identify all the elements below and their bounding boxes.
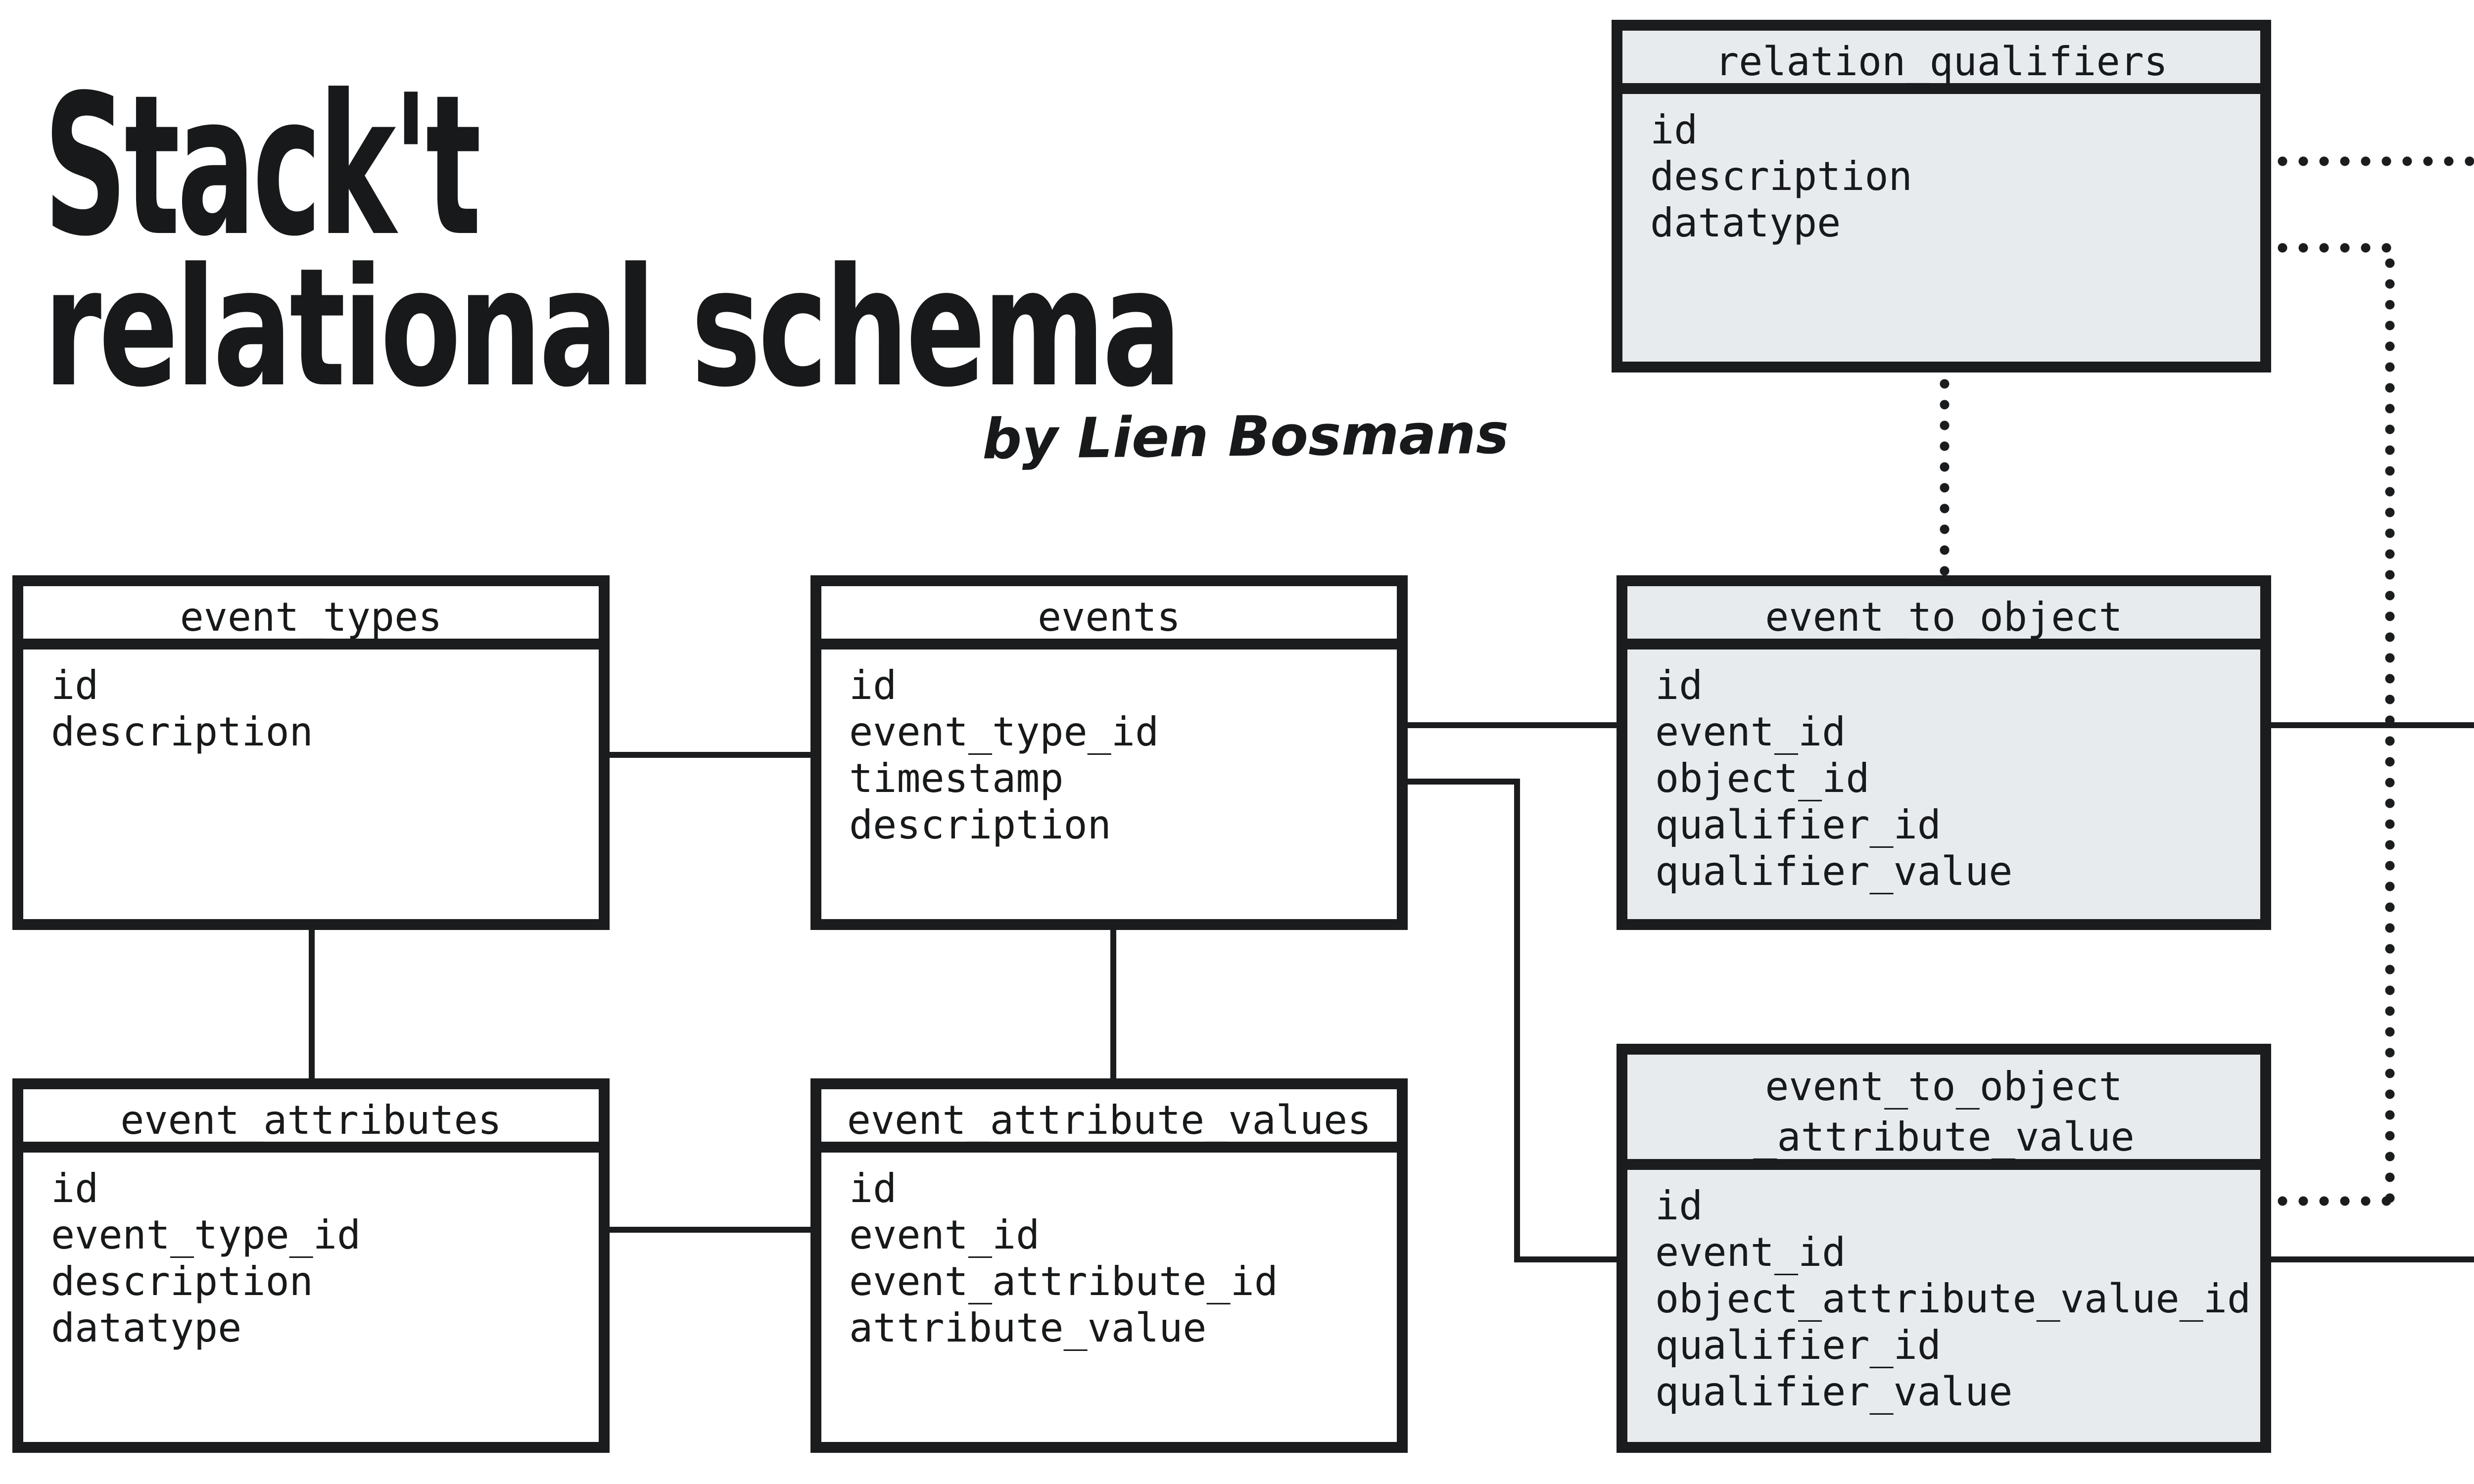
connector-events-event_attribute_values <box>1110 929 1116 1079</box>
field-row: event_type_id <box>849 709 1159 755</box>
connector-relation_qualifiers-object_to_object-dotted <box>2272 156 2474 166</box>
table-title: event_to_object _attribute_value <box>1627 1055 2260 1170</box>
field-row: event_id <box>849 1212 1040 1258</box>
connector-event_attributes-event_attribute_values <box>610 1227 810 1233</box>
field-row: description <box>1650 153 1912 199</box>
field-row: id <box>849 1165 897 1211</box>
connector-event_types-event_attributes <box>309 929 315 1079</box>
table-title: event_to_object <box>1627 586 2260 649</box>
page-title-line1: Stack't <box>44 53 481 279</box>
connector-relation_qualifiers-e2o_attribute_value-dotted-seg1 <box>2272 243 2395 253</box>
field-row: description <box>51 709 313 755</box>
field-row: description <box>849 802 1111 848</box>
connector-relation_qualifiers-e2o_attribute_value-dotted-seg2 <box>2385 253 2395 1206</box>
connector-event_to_object-objects <box>2271 722 2474 728</box>
connector-event_types-events <box>610 752 810 758</box>
connector-events-e2o_attribute_value-seg3 <box>1514 1256 1617 1262</box>
field-row: id <box>51 662 99 708</box>
field-row: qualifier_id <box>1655 802 1941 848</box>
connector-events-e2o_attribute_value-seg1 <box>1408 779 1520 785</box>
field-row: id <box>1655 1183 1703 1229</box>
field-row: qualifier_value <box>1655 1369 2013 1415</box>
field-row: qualifier_id <box>1655 1322 1941 1368</box>
connector-relation_qualifiers-e2o_attribute_value-dotted-seg3 <box>2272 1196 2395 1206</box>
field-row: object_id <box>1655 755 1870 801</box>
field-row: event_type_id <box>51 1212 361 1258</box>
field-row: object_attribute_value_id <box>1655 1276 2251 1322</box>
table-title: event_attribute_values <box>821 1089 1397 1153</box>
field-row: description <box>51 1258 313 1304</box>
field-row: id <box>849 662 897 708</box>
author-byline: by Lien Bosmans <box>982 402 1509 472</box>
field-row: datatype <box>51 1305 242 1351</box>
field-row: event_attribute_id <box>849 1258 1278 1304</box>
connector-e2o_attribute_value-object_attribute_values <box>2271 1256 2474 1262</box>
field-row: id <box>1655 662 1703 708</box>
field-row: event_id <box>1655 1229 1846 1275</box>
field-row: attribute_value <box>849 1305 1207 1351</box>
connector-events-event_to_object <box>1408 722 1617 728</box>
table-title: events <box>821 586 1397 649</box>
page-title-line2: relational schema <box>44 233 1182 423</box>
table-title: event_types <box>23 586 599 649</box>
field-row: event_id <box>1655 709 1846 755</box>
field-row: id <box>51 1165 99 1211</box>
field-row: timestamp <box>849 755 1064 801</box>
field-row: datatype <box>1650 200 1841 246</box>
field-row: qualifier_value <box>1655 848 2013 894</box>
table-title: relation_qualifiers <box>1622 31 2260 94</box>
connector-events-e2o_attribute_value-seg2 <box>1514 779 1520 1262</box>
field-row: id <box>1650 107 1698 153</box>
table-title: event_attributes <box>23 1089 599 1153</box>
connector-relation_qualifiers-event_to_object-dotted <box>1940 373 1950 575</box>
